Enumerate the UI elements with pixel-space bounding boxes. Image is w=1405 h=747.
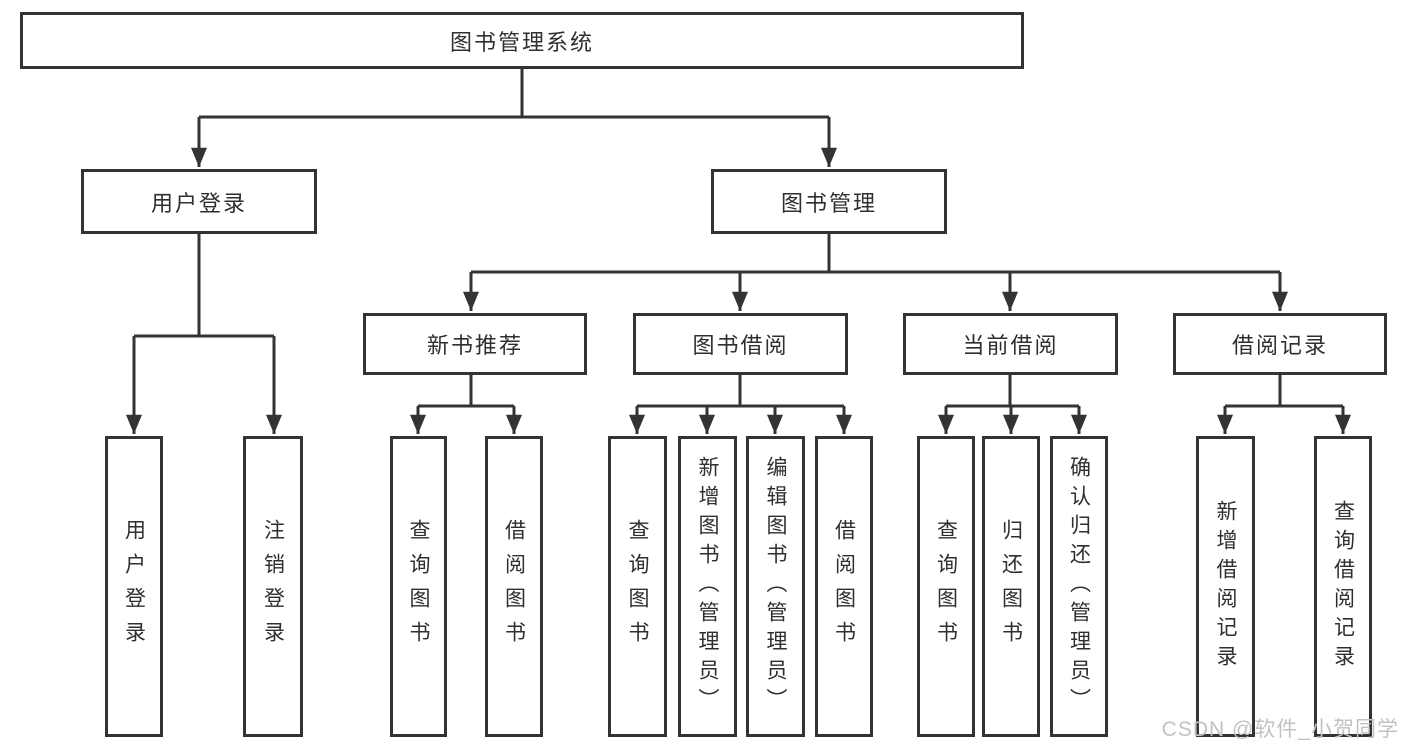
leaf-borrow-add-books-admin: 新增图书（管理员） (678, 436, 737, 737)
node-book-management: 图书管理 (711, 169, 947, 234)
leaf-label: 归还图书 (999, 518, 1023, 655)
node-current-borrowing: 当前借阅 (903, 313, 1118, 375)
leaf-borrow-borrow-books: 借阅图书 (815, 436, 873, 737)
leaf-label: 查询借阅记录 (1331, 499, 1355, 674)
leaf-logout: 注销登录 (243, 436, 303, 737)
leaf-label: 新增借阅记录 (1214, 499, 1237, 674)
node-library-management-system: 图书管理系统 (20, 12, 1024, 69)
leaf-label: 借阅图书 (832, 518, 856, 655)
leaf-label: 编辑图书（管理员） (764, 456, 787, 717)
leaf-label: 查询图书 (934, 518, 958, 655)
leaf-label: 注销登录 (261, 518, 285, 655)
leaf-label: 确认归还（管理员） (1067, 456, 1091, 717)
leaf-current-confirm-return-admin: 确认归还（管理员） (1050, 436, 1108, 737)
leaf-rec-borrow-books: 借阅图书 (485, 436, 543, 737)
node-user-login: 用户登录 (81, 169, 317, 234)
leaf-records-add-record: 新增借阅记录 (1196, 436, 1255, 737)
leaf-label: 借阅图书 (502, 518, 526, 655)
leaf-rec-query-books: 查询图书 (390, 436, 447, 737)
leaf-label: 查询图书 (626, 518, 649, 655)
leaf-user-login: 用户登录 (105, 436, 163, 737)
watermark: CSDN @软件_小贺同学 (1161, 718, 1399, 741)
leaf-label: 查询图书 (407, 518, 430, 655)
node-book-borrowing: 图书借阅 (633, 313, 848, 375)
leaf-label: 新增图书（管理员） (696, 456, 719, 717)
leaf-label: 用户登录 (122, 518, 146, 655)
leaf-borrow-edit-books-admin: 编辑图书（管理员） (746, 436, 805, 737)
node-new-book-recommendation: 新书推荐 (363, 313, 587, 375)
node-borrowing-records: 借阅记录 (1173, 313, 1387, 375)
leaf-records-query-record: 查询借阅记录 (1314, 436, 1372, 737)
leaf-borrow-query-books: 查询图书 (608, 436, 667, 737)
leaf-current-return-books: 归还图书 (982, 436, 1040, 737)
leaf-current-query-books: 查询图书 (917, 436, 975, 737)
